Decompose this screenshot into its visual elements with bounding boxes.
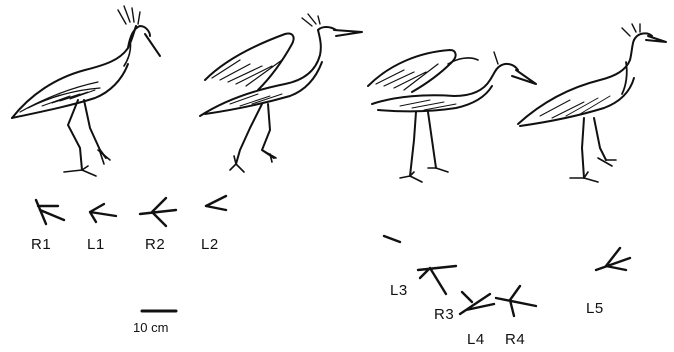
track-r3-l4 bbox=[460, 292, 494, 314]
label-l2: L2 bbox=[201, 236, 219, 253]
scale-bar-label: 10 cm bbox=[133, 320, 168, 335]
track-mark-small bbox=[384, 236, 400, 242]
heron-figure-4 bbox=[518, 24, 666, 182]
track-l3 bbox=[418, 266, 456, 294]
label-l4: L4 bbox=[467, 331, 485, 348]
label-r1: R1 bbox=[31, 236, 51, 253]
heron-figure-3 bbox=[368, 50, 536, 182]
track-l5 bbox=[596, 248, 630, 270]
label-r4: R4 bbox=[505, 331, 525, 348]
track-l1 bbox=[90, 204, 116, 222]
track-r2 bbox=[140, 198, 176, 226]
track-l2 bbox=[206, 196, 226, 210]
label-r3: R3 bbox=[434, 306, 454, 323]
heron-figure-1 bbox=[12, 6, 160, 176]
label-r2: R2 bbox=[145, 236, 165, 253]
heron-figure-2 bbox=[200, 14, 362, 172]
label-l1: L1 bbox=[87, 236, 105, 253]
label-l3: L3 bbox=[390, 282, 408, 299]
track-r4 bbox=[496, 286, 536, 316]
label-l5: L5 bbox=[586, 300, 604, 317]
track-r1 bbox=[36, 200, 64, 224]
